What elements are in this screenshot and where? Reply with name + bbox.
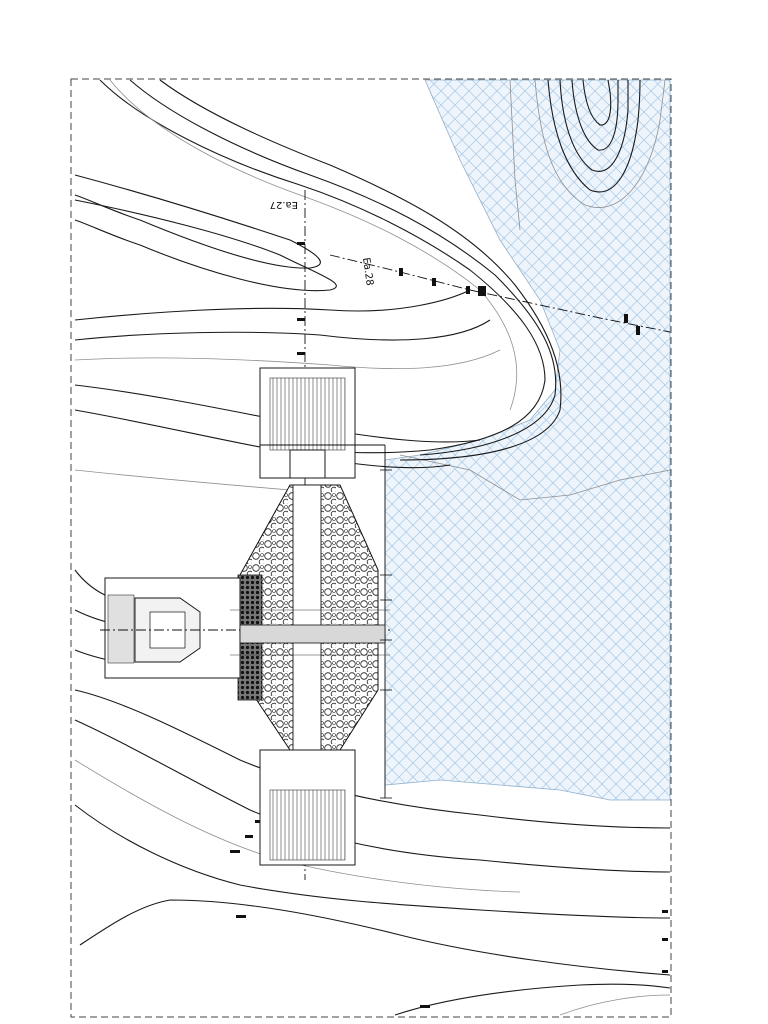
lower-abutment: [259, 749, 356, 866]
water-area: [384, 79, 671, 801]
survey-markers: [230, 242, 668, 1008]
water-edge-upper: [399, 454, 671, 501]
spillway-channel: [100, 577, 390, 679]
sheet-frame: [70, 78, 672, 1018]
section-label-ea28: Ea.28: [360, 257, 375, 287]
dimension-lines: [380, 469, 392, 799]
section-axis-ea28: [329, 254, 671, 333]
section-label-ea27: Ea.27: [270, 199, 298, 210]
upper-abutment: [259, 367, 386, 798]
contours-lower: [74, 569, 671, 1016]
riprap-apron: [237, 484, 379, 751]
contours-upper: [74, 79, 666, 491]
